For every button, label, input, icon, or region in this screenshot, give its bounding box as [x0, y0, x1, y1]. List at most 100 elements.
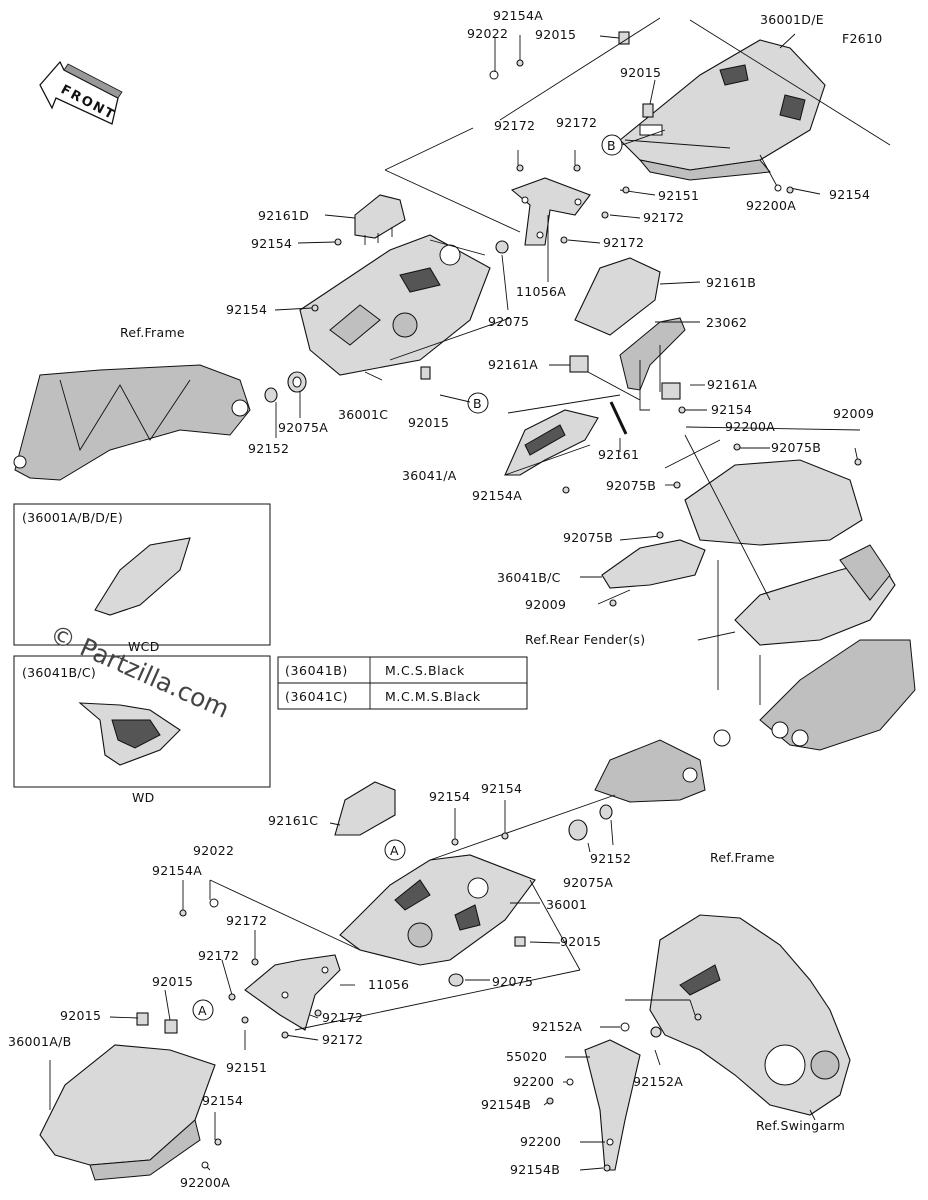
- label-55020: 55020: [506, 1049, 547, 1064]
- variant-box-top-caption: WCD: [128, 639, 160, 654]
- label-92154A: 92154A: [152, 863, 202, 878]
- grommet-92075-bot: [448, 973, 464, 987]
- light-23062: [619, 317, 686, 411]
- callout-A-bot: A: [192, 999, 214, 1021]
- front-arrow-icon: FRONT: [39, 60, 123, 125]
- label-92172: 92172: [556, 115, 597, 130]
- label-92022: 92022: [193, 843, 234, 858]
- guard-55020: [584, 1039, 641, 1171]
- label-36041A: 36041/A: [402, 468, 457, 483]
- washer-92152A-1: [620, 1022, 630, 1032]
- pad-92161B: [574, 257, 661, 336]
- label-92154: 92154: [829, 187, 870, 202]
- sticker-92161A-r: [661, 382, 681, 400]
- figure-code: F2610: [842, 31, 883, 46]
- color-table-color-0: M.C.S.Black: [385, 663, 465, 678]
- label-92161: 92161: [598, 447, 639, 462]
- label-92154B: 92154B: [481, 1097, 531, 1112]
- label-92154: 92154: [481, 781, 522, 796]
- callout-A-mid: A: [384, 839, 406, 861]
- label-36001: 36001: [546, 897, 587, 912]
- collar-92015-b: [642, 103, 654, 118]
- leader-lines: [49, 17, 891, 1171]
- collar-92015-e: [136, 1012, 149, 1026]
- washer-92022-top: [489, 70, 499, 80]
- variant-box-top-title: (36001A/B/D/E): [22, 510, 123, 525]
- color-table-part-0: (36041B): [285, 663, 348, 678]
- label-92015: 92015: [60, 1008, 101, 1023]
- collar-92152A-2: [650, 1026, 662, 1038]
- variant-box-top: [13, 503, 271, 646]
- label-92172: 92172: [322, 1010, 363, 1025]
- label-92152: 92152: [590, 851, 631, 866]
- collar-92015-c: [420, 366, 431, 380]
- part-labels: 92154A 92022 92015 36001D/E 92015 92172 …: [8, 8, 874, 1190]
- svg-text:B: B: [473, 396, 482, 411]
- ref-frame-top: [13, 364, 251, 481]
- label-92075: 92075: [492, 974, 533, 989]
- label-36001DE: 36001D/E: [760, 12, 824, 27]
- label-92200A: 92200A: [746, 198, 796, 213]
- label-92200: 92200: [513, 1074, 554, 1089]
- ref-frame-mid: [594, 639, 916, 803]
- label-36041BC: 36041B/C: [497, 570, 561, 585]
- label-92015: 92015: [560, 934, 601, 949]
- label-ref-swingarm: Ref.Swingarm: [756, 1118, 845, 1133]
- pad-92161D: [354, 194, 406, 245]
- label-92152A: 92152A: [633, 1074, 683, 1089]
- color-table-part-1: (36041C): [285, 689, 348, 704]
- collar-92015-d: [164, 1019, 178, 1034]
- variant-top-seat: [94, 537, 191, 616]
- color-table-color-1: M.C.M.S.Black: [385, 689, 481, 704]
- svg-text:A: A: [390, 843, 399, 858]
- variant-box-bottom-title: (36041B/C): [22, 665, 96, 680]
- swingarm-cover: [649, 914, 851, 1116]
- label-11056: 11056: [368, 977, 409, 992]
- label-92154A: 92154A: [472, 488, 522, 503]
- label-92161D: 92161D: [258, 208, 309, 223]
- label-92009: 92009: [833, 406, 874, 421]
- label-92154: 92154: [251, 236, 292, 251]
- label-92152A: 92152A: [532, 1019, 582, 1034]
- label-92015: 92015: [620, 65, 661, 80]
- label-92161C: 92161C: [268, 813, 318, 828]
- label-92172: 92172: [603, 235, 644, 250]
- svg-text:B: B: [607, 138, 616, 153]
- label-92172: 92172: [226, 913, 267, 928]
- label-ref-rear-fender: Ref.Rear Fender(s): [525, 632, 645, 647]
- label-23062: 23062: [706, 315, 747, 330]
- callout-B-mid: B: [467, 392, 489, 414]
- bracket-11056A: [510, 177, 591, 246]
- collar-92015-top: [618, 31, 630, 45]
- label-92009: 92009: [525, 597, 566, 612]
- grommet-92075A-bot: [568, 819, 588, 841]
- label-92015: 92015: [152, 974, 193, 989]
- label-36001C: 36001C: [338, 407, 388, 422]
- label-92154A: 92154A: [493, 8, 543, 23]
- label-92172: 92172: [643, 210, 684, 225]
- label-92151: 92151: [658, 188, 699, 203]
- label-11056A: 11056A: [516, 284, 566, 299]
- label-92075B: 92075B: [563, 530, 613, 545]
- label-92075B: 92075B: [771, 440, 821, 455]
- label-92154: 92154: [429, 789, 470, 804]
- fasteners: [179, 164, 862, 1172]
- label-92172: 92172: [322, 1032, 363, 1047]
- variant-box-bottom: [13, 655, 271, 788]
- label-92022: 92022: [467, 26, 508, 41]
- side-cover-36001: [339, 854, 536, 966]
- seat-cover-36001AB: [39, 1044, 216, 1181]
- collar-92152-bot: [599, 804, 613, 820]
- label-92154: 92154: [226, 302, 267, 317]
- side-cover-36001C: [299, 234, 491, 376]
- rear-fender-assembly: [684, 459, 896, 646]
- label-92154B: 92154B: [510, 1162, 560, 1177]
- grommet-92075-top: [495, 240, 509, 254]
- label-92161A: 92161A: [707, 377, 757, 392]
- grommet-92075A-top: [287, 371, 307, 393]
- clip-92161: [609, 401, 628, 435]
- label-ref-frame: Ref.Frame: [120, 325, 185, 340]
- label-92200A: 92200A: [725, 419, 775, 434]
- label-92154: 92154: [202, 1093, 243, 1108]
